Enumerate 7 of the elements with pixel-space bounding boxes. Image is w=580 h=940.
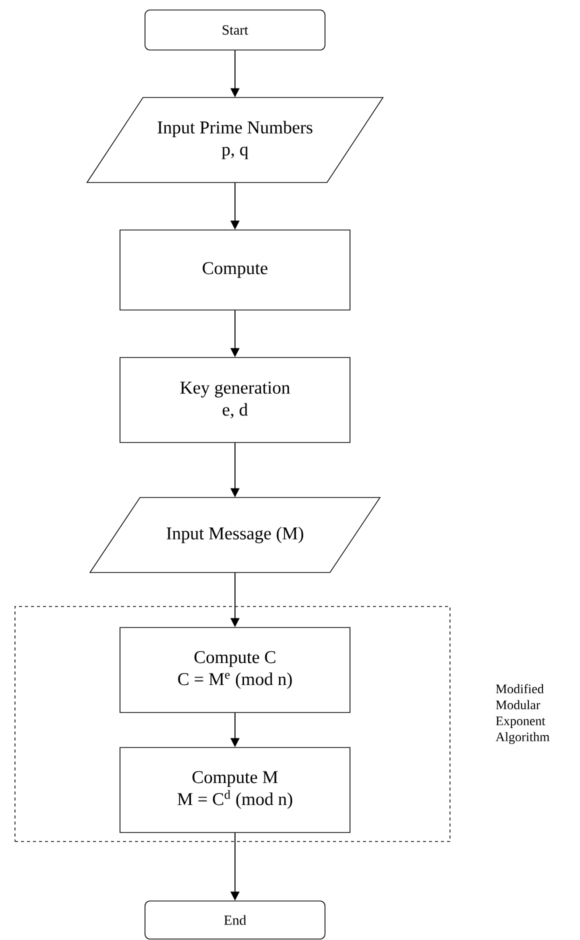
node-label: Modified Modular Exponent Algorithm bbox=[496, 684, 550, 744]
process-box: Compute bbox=[120, 230, 350, 310]
process-box: Compute C C = M$^{e}$ (mod n) bbox=[120, 627, 350, 713]
terminal-box: End bbox=[144, 900, 326, 940]
process-box: Key generation e, d bbox=[120, 357, 350, 443]
terminal-box: Start bbox=[144, 10, 326, 50]
process-box: Compute M M = C$^{d}$ (mod n) bbox=[120, 747, 350, 833]
